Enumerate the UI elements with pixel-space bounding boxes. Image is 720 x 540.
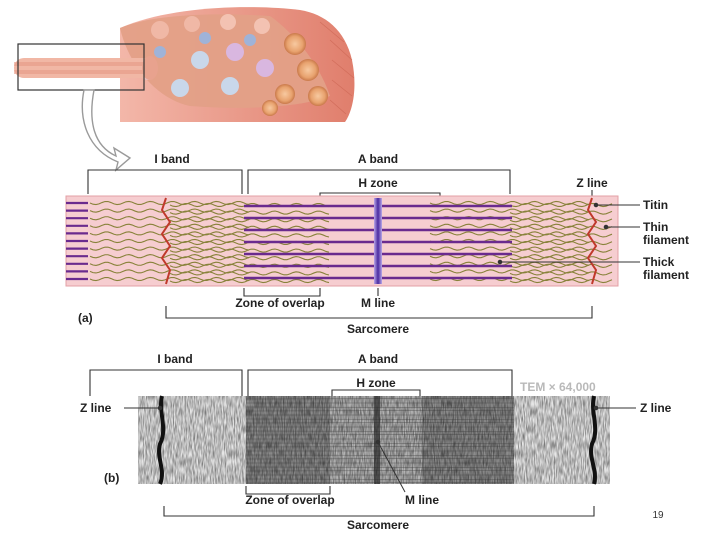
thin-filament bbox=[509, 233, 613, 238]
thin-filament bbox=[89, 238, 250, 244]
thin-filament bbox=[509, 256, 613, 261]
thin-filament bbox=[89, 216, 250, 221]
b-z-line-left bbox=[157, 395, 166, 485]
a-i-band-label: I band bbox=[154, 152, 189, 166]
a-a-band-label: A band bbox=[358, 152, 398, 166]
b-sarcomere-bracket bbox=[163, 506, 595, 517]
extended-myofibril bbox=[14, 56, 158, 80]
a-sarcomere-label: Sarcomere bbox=[347, 322, 409, 336]
a-m-line-label: M line bbox=[361, 296, 395, 310]
thin-filament bbox=[89, 200, 250, 206]
fiber-striations bbox=[319, 21, 355, 115]
a-a-band-bracket bbox=[247, 169, 511, 194]
b-h-zone-label: H zone bbox=[356, 376, 396, 390]
thin-filament bbox=[429, 246, 590, 251]
b-z-line-left-label: Z line bbox=[80, 401, 112, 415]
thin-filament bbox=[509, 225, 613, 230]
a-right-callouts bbox=[497, 202, 640, 265]
b-z-line-right-label: Z line bbox=[640, 401, 672, 415]
a-thin-filament-label-1: Thin bbox=[643, 220, 668, 234]
thin-filament bbox=[169, 210, 330, 215]
muscle-fiber-illustration bbox=[14, 7, 355, 172]
thin-filament bbox=[89, 261, 250, 266]
a-i-band-bracket bbox=[87, 169, 243, 194]
page-number: 19 bbox=[652, 510, 664, 521]
thin-filament bbox=[429, 200, 590, 206]
thin-filament bbox=[89, 223, 250, 228]
a-thick-filament-label-2: filament bbox=[643, 268, 689, 282]
thin-filament bbox=[169, 271, 330, 276]
a-z-line-right bbox=[586, 197, 598, 285]
a-panel-label: (a) bbox=[78, 311, 93, 325]
b-z-line-right bbox=[589, 395, 598, 485]
thin-filament bbox=[89, 231, 250, 236]
b-zone-overlap-bracket bbox=[245, 486, 331, 495]
b-sarcomere-label: Sarcomere bbox=[347, 518, 409, 532]
thin-filament bbox=[429, 223, 590, 228]
thin-filament bbox=[509, 210, 613, 215]
thin-filament bbox=[89, 208, 250, 213]
thin-filament bbox=[169, 248, 330, 253]
b-zone-of-overlap-label: Zone of overlap bbox=[245, 493, 334, 507]
a-sarcomere-bracket bbox=[165, 306, 593, 319]
b-m-line-label: M line bbox=[405, 493, 439, 507]
a-zone-overlap-bracket bbox=[243, 288, 321, 297]
thin-filament bbox=[89, 276, 250, 282]
a-m-line bbox=[374, 198, 382, 284]
a-h-zone-label: H zone bbox=[358, 176, 398, 190]
thin-filament bbox=[169, 225, 330, 230]
b-callouts bbox=[124, 405, 636, 493]
thin-filament bbox=[509, 248, 613, 253]
thin-filament bbox=[429, 208, 590, 213]
a-thin-filament-label-2: filament bbox=[643, 233, 689, 247]
a-titin-label: Titin bbox=[643, 198, 668, 212]
b-tem-magnification-label: TEM × 64,000 bbox=[520, 380, 596, 394]
b-a-band-bracket bbox=[247, 369, 513, 396]
a-thin-filaments bbox=[89, 200, 613, 284]
magnify-arrow-icon bbox=[81, 89, 132, 172]
myofibril-ends bbox=[140, 14, 328, 116]
b-i-band-bracket bbox=[89, 369, 243, 396]
b-i-band-label: I band bbox=[157, 352, 192, 366]
a-thick-filament-label-1: Thick bbox=[643, 255, 675, 269]
b-a-band-label: A band bbox=[358, 352, 398, 366]
a-z-line-label: Z line bbox=[576, 176, 608, 190]
thin-filament bbox=[169, 233, 330, 238]
a-left-myofilament-ends bbox=[66, 201, 88, 281]
panel-a: I band A band H zone Z line Titin bbox=[65, 152, 689, 336]
b-tem-micrograph bbox=[138, 395, 610, 485]
thin-filament bbox=[509, 263, 613, 268]
thin-filament bbox=[429, 231, 590, 236]
thin-filament bbox=[89, 254, 250, 259]
thin-filament bbox=[169, 256, 330, 261]
panel-b: I band A band H zone TEM × 64,000 Z line bbox=[80, 352, 672, 532]
thin-filament bbox=[429, 269, 590, 274]
a-z-line-left bbox=[160, 197, 172, 285]
a-zone-of-overlap-label: Zone of overlap bbox=[235, 296, 324, 310]
b-top-brackets bbox=[89, 369, 513, 396]
magnification-box bbox=[17, 43, 145, 91]
thin-filament bbox=[509, 278, 613, 284]
a-bottom-brackets bbox=[165, 288, 593, 319]
b-h-zone-bracket bbox=[331, 389, 421, 396]
thin-filament bbox=[169, 278, 330, 284]
b-bottom-brackets bbox=[163, 486, 595, 517]
thin-filament bbox=[509, 240, 613, 246]
b-panel-label: (b) bbox=[104, 471, 119, 485]
